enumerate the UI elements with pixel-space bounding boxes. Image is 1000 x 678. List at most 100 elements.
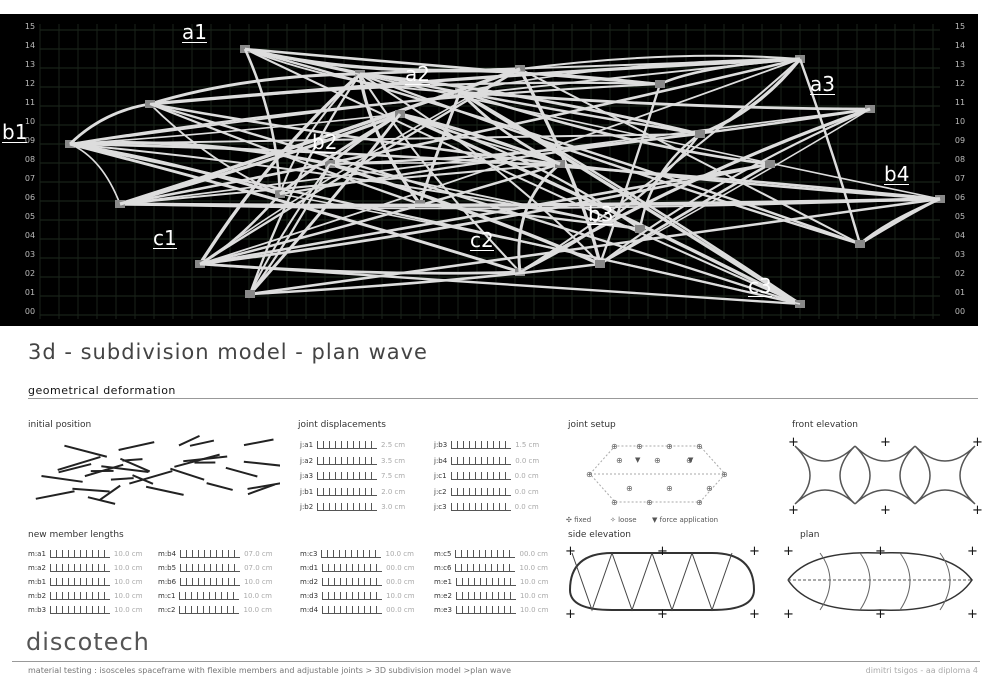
model-member [798, 58, 862, 245]
member_lengths-id: m:b1 [28, 578, 47, 586]
model-member [249, 163, 332, 295]
footer-divider [12, 661, 980, 662]
ruler-icon [321, 550, 382, 558]
member_lengths-id: m:d1 [300, 564, 319, 572]
model-member [119, 197, 941, 208]
model-member [244, 47, 861, 246]
svg-text:+: + [788, 436, 799, 450]
ruler-icon [455, 550, 516, 558]
ruler-icon [317, 503, 378, 511]
model-member [244, 47, 661, 86]
svg-text:⊕: ⊕ [611, 498, 618, 507]
svg-text:+: + [565, 545, 576, 559]
footer-credit: dimitri tsigos - aa diploma 4 [865, 666, 978, 675]
ruler-icon [451, 441, 512, 449]
side-elevation-label: side elevation [568, 530, 631, 540]
svg-text:▼: ▼ [635, 456, 641, 464]
member_lengths-value: 10.0 cm [114, 606, 143, 614]
joint-label-c2: c2 [470, 228, 494, 252]
model-member [519, 54, 801, 71]
model-member [243, 48, 282, 195]
model-member [249, 163, 331, 295]
axis-tick: 04 [24, 231, 36, 240]
axis-tick: 05 [24, 212, 36, 221]
member_lengths-id: m:c1 [158, 592, 176, 600]
model-member [249, 262, 601, 296]
axis-tick: 01 [24, 288, 36, 297]
joint_displacements-id: j:a2 [300, 456, 314, 465]
member_lengths-value: 00.0 cm [386, 578, 415, 586]
member_lengths-row: m:c5 00.0 cm [434, 550, 548, 558]
section-heading: geometrical deformation [28, 384, 176, 397]
model-joint [245, 290, 255, 298]
model-member [119, 162, 561, 206]
svg-text:⊕: ⊕ [666, 442, 673, 451]
axis-tick: 15 [954, 22, 966, 31]
svg-text:⊕: ⊕ [654, 456, 661, 465]
svg-text:⊕: ⊕ [586, 470, 593, 479]
svg-text:⊕: ⊕ [616, 456, 623, 465]
svg-text:+: + [783, 545, 794, 559]
member_lengths-value: 10.0 cm [519, 606, 549, 614]
model-member [69, 143, 641, 230]
ruler-icon [455, 564, 516, 572]
member_lengths-id: m:e2 [434, 592, 452, 600]
svg-text:⊕: ⊕ [646, 498, 653, 507]
model-member [519, 68, 861, 245]
ruler-icon [455, 578, 516, 586]
ruler-icon [451, 456, 512, 465]
footer-description: material testing : isosceles spaceframe … [28, 666, 512, 675]
model-member [199, 262, 521, 275]
model-member [119, 67, 521, 206]
member_lengths-id: m:c3 [300, 550, 318, 558]
ruler-icon [317, 456, 378, 465]
page-title: 3d - subdivision model - plan wave [28, 340, 428, 364]
model-member [119, 112, 401, 206]
model-member [359, 73, 601, 265]
model-member [149, 102, 941, 201]
svg-text:+: + [972, 503, 983, 516]
axis-tick: 05 [954, 212, 966, 221]
svg-text:⊕: ⊕ [686, 456, 693, 465]
axis-tick: 12 [24, 79, 36, 88]
member_lengths-id: m:c5 [434, 550, 452, 558]
axis-tick: 03 [24, 250, 36, 259]
joint_displacements-value: 0.0 cm [514, 472, 539, 480]
joint-label-a2: a2 [405, 62, 430, 86]
model-joint [765, 160, 775, 168]
svg-text:+: + [657, 545, 668, 559]
svg-text:+: + [967, 545, 978, 559]
ruler-icon [455, 592, 516, 600]
ruler-icon [317, 487, 378, 496]
joint_displacements-value: 0.0 cm [514, 487, 539, 496]
member_lengths-value: 00.0 cm [519, 550, 548, 558]
svg-text:+: + [972, 436, 983, 450]
side-elevation-drawing: ++++++ [565, 545, 760, 620]
svg-text:▼: ▼ [688, 456, 694, 464]
legend-force: ▼ force application [652, 516, 719, 524]
model-member [359, 72, 701, 136]
svg-text:⊕: ⊕ [721, 470, 728, 479]
member_lengths-value: 10.0 cm [519, 592, 549, 600]
model-member [359, 69, 661, 86]
joint-setup-label: joint setup [568, 420, 616, 430]
axis-tick: 06 [954, 193, 966, 202]
model-member [279, 73, 361, 195]
member_lengths-id: m:c2 [158, 606, 176, 614]
member_lengths-value: 10.0 cm [244, 578, 273, 586]
model-member [329, 107, 871, 166]
ruler-icon [180, 564, 241, 572]
axis-tick: 11 [24, 98, 36, 107]
model-joint [855, 240, 865, 248]
ruler-icon [50, 578, 111, 586]
joint_displacements-id: j:b4 [434, 456, 448, 465]
model-member [248, 113, 402, 295]
